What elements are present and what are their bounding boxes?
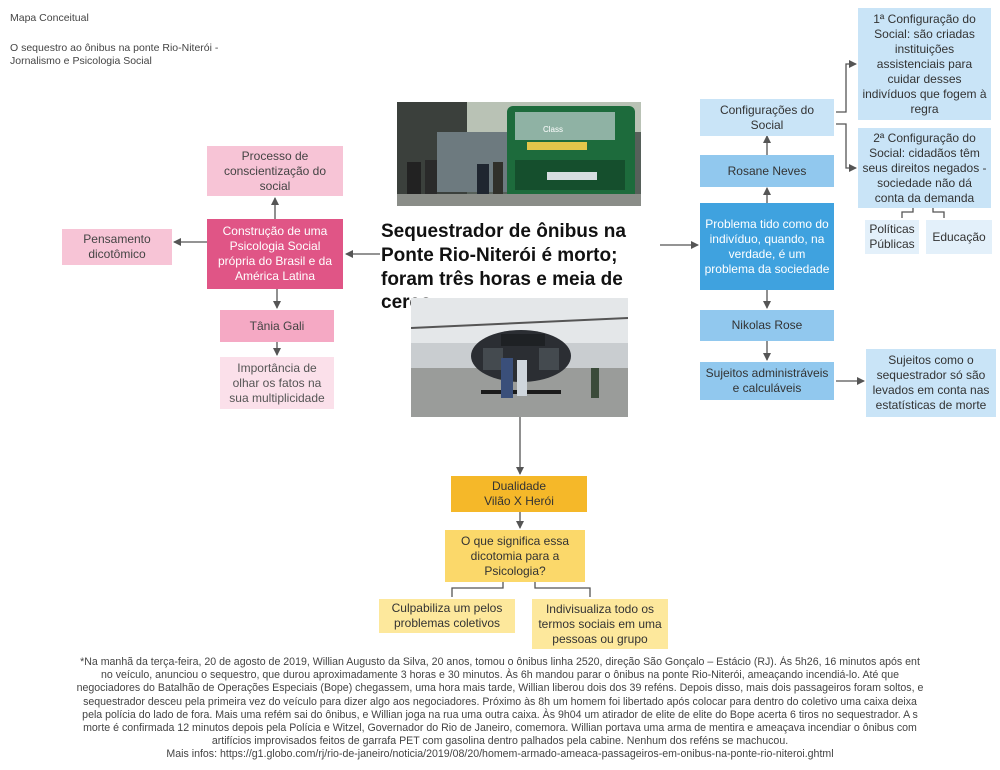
processo-conscientizacao-box: Processo de conscientização do social (207, 146, 343, 196)
bus-photo-illustration: Class (397, 102, 641, 206)
bus-photo: Class (397, 102, 641, 206)
footnote-text: *Na manhã da terça-feira, 20 de agosto d… (76, 656, 924, 761)
culpabiliza-box: Culpabiliza um pelos problemas coletivos (379, 599, 515, 633)
map-title: Mapa Conceitual (10, 12, 89, 24)
dualidade-vilao-heroi-box: Dualidade Vilão X Herói (451, 476, 587, 512)
sujeitos-administraveis-box: Sujeitos administráveis e calculáveis (700, 362, 834, 400)
pensamento-dicotomico-box: Pensamento dicotômico (62, 229, 172, 265)
tania-gali-box: Tânia Gali (220, 310, 334, 342)
educacao-box: Educação (926, 220, 992, 254)
problema-sociedade-box: Problema tido como do indivíduo, quando,… (700, 203, 834, 290)
bus-sign-text: Class (543, 125, 563, 134)
rosane-neves-box: Rosane Neves (700, 155, 834, 187)
bracket-config2-to-politicas (901, 208, 914, 218)
significa-psicologia-box: O que significa essa dicotomia para a Ps… (445, 530, 585, 582)
nikolas-rose-box: Nikolas Rose (700, 310, 834, 341)
sujeitos-estatisticas-box: Sujeitos como o sequestrador só são leva… (866, 349, 996, 417)
indivisualiza-box: Indivisualiza todo os termos sociais em … (532, 599, 668, 649)
importancia-multiplicidade-box: Importância de olhar os fatos na sua mul… (220, 357, 334, 409)
primeira-configuracao-box: 1ª Configuração do Social: são criadas i… (858, 8, 991, 120)
helicopter-photo-illustration (411, 298, 628, 417)
bracket-config2-to-educacao (932, 208, 945, 218)
configuracoes-social-box: Configurações do Social (700, 99, 834, 136)
construcao-psicologia-social-box: Construção de uma Psicologia Social próp… (207, 219, 343, 289)
politicas-publicas-box: Políticas Públicas (865, 220, 919, 254)
helicopter-photo (411, 298, 628, 417)
arrow-configuracoes-to-config1 (836, 60, 857, 113)
segunda-configuracao-box: 2ª Configuração do Social: cidadãos têm … (858, 128, 991, 208)
bracket-significa-to-culpabiliza (451, 582, 504, 597)
bracket-significa-to-indivisualiza (534, 582, 591, 597)
map-subtitle: O sequestro ao ônibus na ponte Rio-Niter… (10, 42, 219, 67)
arrow-configuracoes-to-config2 (836, 123, 857, 172)
news-headline: Sequestrador de ônibus na Ponte Rio-Nite… (381, 221, 626, 314)
